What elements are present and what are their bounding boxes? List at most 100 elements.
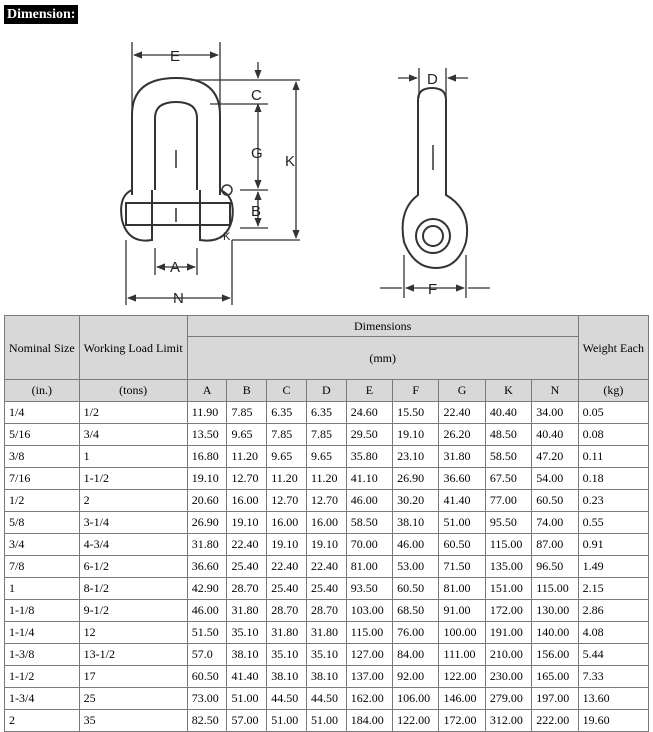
table-cell: 8-1/2 — [78, 577, 188, 600]
table-cell: 5/16 — [4, 423, 80, 446]
table-cell: 11.90 — [186, 401, 228, 424]
table-cell: 7/16 — [4, 467, 80, 490]
table-cell: 22.40 — [266, 555, 307, 578]
table-cell: 165.00 — [531, 665, 579, 688]
table-cell: 81.00 — [438, 577, 486, 600]
table-cell: 115.00 — [345, 621, 394, 644]
table-cell: 1/2 — [78, 401, 188, 424]
table-cell: 151.00 — [484, 577, 533, 600]
label-k: K — [285, 153, 295, 170]
label-f: F — [428, 281, 437, 298]
table-cell: 1-1/2 — [4, 665, 80, 688]
table-cell: 0.08 — [577, 423, 650, 446]
table-cell: 19.10 — [266, 533, 307, 556]
header-working-load-limit: Working Load Limit — [78, 315, 188, 380]
table-cell: 130.00 — [531, 599, 579, 622]
table-cell: 0.18 — [577, 467, 650, 490]
table-cell: 30.20 — [392, 489, 440, 512]
table-cell: 279.00 — [484, 687, 533, 710]
table-cell: 1-3/4 — [4, 687, 80, 710]
table-cell: 82.50 — [186, 709, 228, 732]
table-cell: 11.20 — [226, 445, 268, 468]
table-cell: 44.50 — [266, 687, 307, 710]
table-cell: 19.10 — [186, 467, 228, 490]
table-cell: 22.40 — [305, 555, 347, 578]
table-cell: 31.80 — [266, 621, 307, 644]
table-cell: 197.00 — [531, 687, 579, 710]
label-a: A — [170, 259, 180, 276]
table-cell: 19.10 — [226, 511, 268, 534]
table-cell: 172.00 — [438, 709, 486, 732]
table-cell: 35.10 — [226, 621, 268, 644]
table-cell: 93.50 — [345, 577, 394, 600]
label-n: N — [173, 290, 184, 307]
table-cell: 73.00 — [186, 687, 228, 710]
table-cell: 26.90 — [392, 467, 440, 490]
table-cell: 7.33 — [577, 665, 650, 688]
table-cell: 13.60 — [577, 687, 650, 710]
table-cell: 162.00 — [345, 687, 394, 710]
table-cell: 16.80 — [186, 445, 228, 468]
label-b: B — [251, 203, 261, 220]
table-cell: 17 — [78, 665, 188, 688]
table-cell: 87.00 — [531, 533, 579, 556]
table-cell: 25.40 — [305, 577, 347, 600]
table-cell: 47.20 — [531, 445, 579, 468]
header-mm: (mm) — [186, 336, 579, 380]
table-cell: 38.10 — [392, 511, 440, 534]
table-cell: 38.10 — [266, 665, 307, 688]
table-cell: 7.85 — [226, 401, 268, 424]
table-cell: 36.60 — [438, 467, 486, 490]
table-cell: 1-1/4 — [4, 621, 80, 644]
label-e: E — [170, 48, 180, 65]
table-cell: 11.20 — [305, 467, 347, 490]
table-cell: 1-1/2 — [78, 467, 188, 490]
unit-cell: (tons) — [78, 379, 188, 402]
table-cell: 103.00 — [345, 599, 394, 622]
table-cell: 115.00 — [484, 533, 533, 556]
table-cell: 19.10 — [305, 533, 347, 556]
unit-cell: E — [345, 379, 394, 402]
table-cell: 210.00 — [484, 643, 533, 666]
shackle-bow — [131, 76, 221, 195]
table-cell: 100.00 — [438, 621, 486, 644]
table-cell: 41.40 — [438, 489, 486, 512]
table-cell: 1-1/8 — [4, 599, 80, 622]
table-cell: 22.40 — [438, 401, 486, 424]
unit-cell: N — [531, 379, 579, 402]
table-cell: 60.50 — [392, 577, 440, 600]
table-cell: 9.65 — [266, 445, 307, 468]
table-cell: 42.90 — [186, 577, 228, 600]
page-title: Dimension: — [4, 5, 79, 24]
table-cell: 2.15 — [577, 577, 650, 600]
unit-cell: (kg) — [577, 379, 650, 402]
table-cell: 57.00 — [226, 709, 268, 732]
label-d: D — [427, 71, 438, 88]
table-cell: 140.00 — [531, 621, 579, 644]
table-cell: 230.00 — [484, 665, 533, 688]
table-cell: 38.10 — [226, 643, 268, 666]
table-cell: 146.00 — [438, 687, 486, 710]
table-cell: 41.10 — [345, 467, 394, 490]
table-cell: 51.50 — [186, 621, 228, 644]
table-cell: 58.50 — [484, 445, 533, 468]
shackle-eye-left — [120, 189, 153, 242]
table-cell: 16.00 — [226, 489, 268, 512]
table-cell: 137.00 — [345, 665, 394, 688]
unit-cell: F — [392, 379, 440, 402]
table-cell: 122.00 — [392, 709, 440, 732]
table-cell: 91.00 — [438, 599, 486, 622]
table-cell: 40.40 — [531, 423, 579, 446]
table-cell: 1 — [4, 577, 80, 600]
table-cell: 26.90 — [186, 511, 228, 534]
table-cell: 74.00 — [531, 511, 579, 534]
table-cell: 92.00 — [392, 665, 440, 688]
dimension-table: Nominal Size Working Load Limit Dimensio… — [4, 315, 650, 732]
table-cell: 6-1/2 — [78, 555, 188, 578]
